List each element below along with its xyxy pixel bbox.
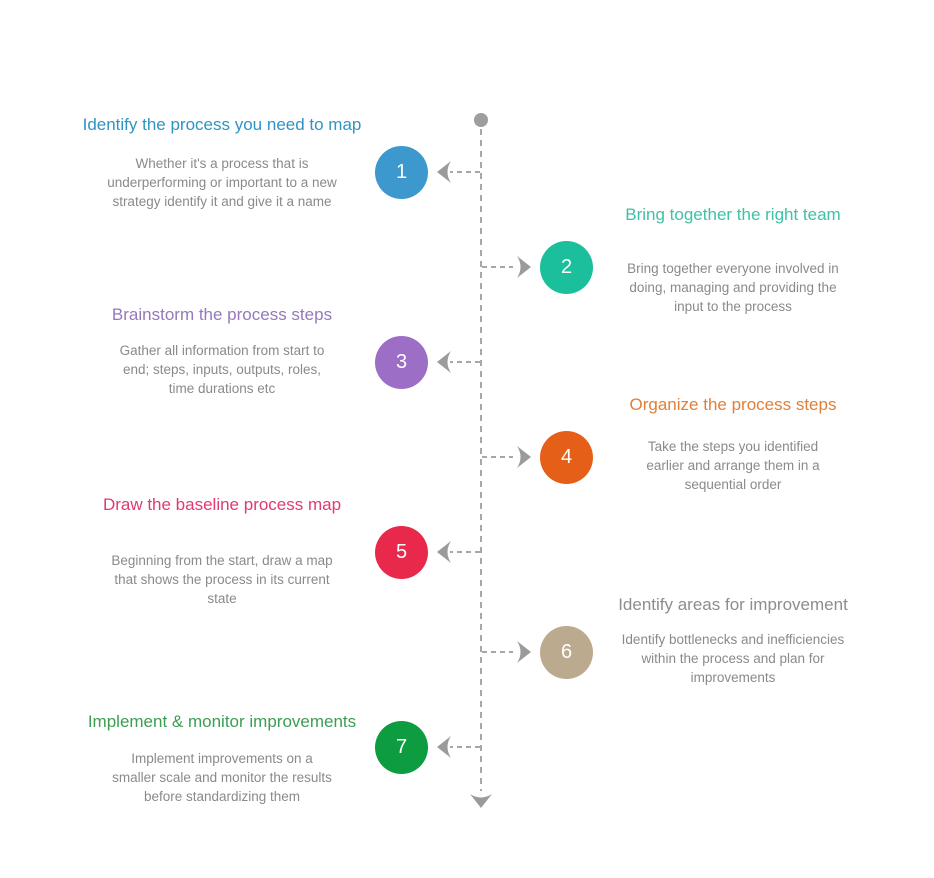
step-7-title: Implement & monitor improvements [87,712,357,731]
step-7-number-badge: 7 [375,721,428,774]
step-1-number-badge: 1 [375,146,428,199]
arrow-step-5 [437,541,480,563]
step-4-title: Organize the process steps [629,395,837,414]
step-3-description: Gather all information from start to end… [119,343,325,396]
step-1: Identify the process you need to map Whe… [62,114,382,211]
step-2-description: Bring together everyone involved in doin… [627,261,839,314]
timeline-end-arrow [470,794,492,808]
arrow-step-4 [482,446,531,468]
step-1-title: Identify the process you need to map [82,115,362,134]
step-3: Brainstorm the process steps Gather all … [62,304,382,398]
timeline-start-dot [474,113,488,127]
step-3-number-badge: 3 [375,336,428,389]
arrow-step-6 [482,641,531,663]
step-2: Bring together the right team Bring toge… [593,204,873,316]
step-4: Organize the process steps Take the step… [593,394,873,494]
step-6-description: Identify bottlenecks and inefficiencies … [621,632,845,685]
step-6-title: Identify areas for improvement [618,595,848,614]
step-7: Implement & monitor improvements Impleme… [62,711,382,806]
step-3-title: Brainstorm the process steps [111,305,333,324]
step-2-title: Bring together the right team [625,205,841,224]
step-7-description: Implement improvements on a smaller scal… [112,751,332,804]
step-5-description: Beginning from the start, draw a map tha… [111,553,333,606]
arrow-step-2 [482,256,531,278]
step-5-title: Draw the baseline process map [102,495,342,514]
step-4-description: Take the steps you identified earlier an… [646,439,820,492]
step-6-number-badge: 6 [540,626,593,679]
step-5: Draw the baseline process map Beginning … [62,494,382,608]
arrow-step-1 [437,161,480,183]
step-4-number-badge: 4 [540,431,593,484]
arrow-step-3 [437,351,480,373]
arrow-step-7 [437,736,480,758]
step-6: Identify areas for improvement Identify … [593,594,873,687]
step-2-number-badge: 2 [540,241,593,294]
step-1-description: Whether it's a process that is underperf… [107,156,337,209]
step-5-number-badge: 5 [375,526,428,579]
